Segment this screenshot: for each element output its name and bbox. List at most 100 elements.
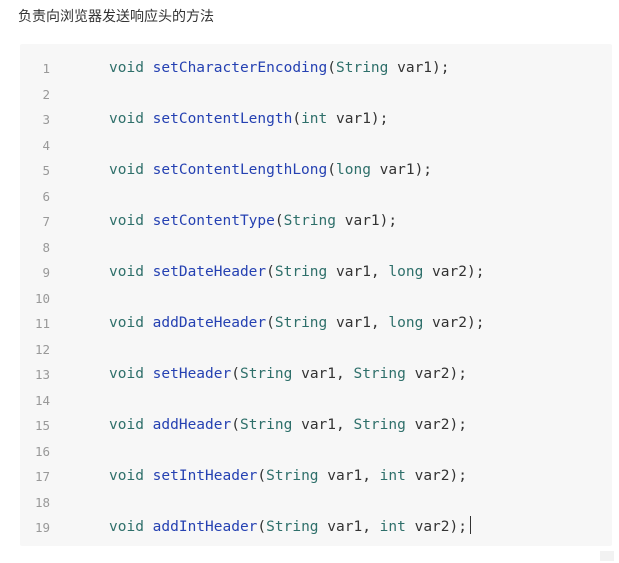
code-token: var1, [292, 366, 354, 382]
code-text: void addHeader(String var1, String var2)… [109, 413, 467, 438]
line-number: 17 [34, 469, 50, 484]
code-token: ( [266, 264, 275, 280]
code-token: var1, [318, 519, 380, 535]
code-token: var1); [370, 162, 433, 178]
code-token: void [109, 162, 153, 178]
line-number: 14 [34, 392, 50, 408]
code-token: String [239, 417, 293, 433]
code-token: addHeader [152, 417, 232, 433]
line-number: 5 [42, 163, 50, 178]
code-token: var1, [327, 264, 389, 280]
code-token: String [353, 417, 406, 433]
code-token: var1); [327, 111, 389, 127]
code-token: void [109, 468, 153, 484]
code-token: ( [257, 519, 267, 535]
code-text: void setContentLength(int var1); [109, 107, 388, 132]
code-token: var1, [318, 468, 380, 484]
line-number: 16 [34, 443, 50, 459]
code-line: 14 [20, 388, 612, 413]
code-token: String [266, 519, 319, 535]
code-token: ( [231, 417, 240, 433]
code-line: 3 void setContentLength(int var1); [20, 107, 612, 132]
code-line: 7 void setContentType(String var1); [20, 209, 612, 234]
code-token: ( [327, 60, 336, 76]
code-token: ( [327, 162, 336, 178]
code-line: 10 [20, 286, 612, 311]
code-token: int [301, 111, 328, 127]
code-text: void setHeader(String var1, String var2)… [109, 362, 467, 387]
code-token: setDateHeader [152, 264, 267, 280]
code-token: var1, [327, 315, 389, 331]
code-token: String [336, 60, 389, 76]
code-token: ( [292, 111, 302, 127]
line-number: 11 [34, 316, 50, 331]
code-token: setCharacterEncoding [152, 60, 328, 76]
code-token: var1); [336, 213, 398, 229]
code-line: 16 [20, 439, 612, 464]
code-token: String [274, 315, 328, 331]
code-text: void addDateHeader(String var1, long var… [109, 311, 484, 336]
line-number: 8 [42, 239, 50, 255]
code-token: var2); [405, 366, 467, 382]
code-line: 17 void setIntHeader(String var1, int var… [20, 464, 612, 489]
code-token: addDateHeader [152, 315, 267, 331]
code-token: setIntHeader [152, 468, 258, 484]
code-token: var2); [405, 519, 467, 535]
code-line: 8 [20, 235, 612, 260]
page-heading: 负责向浏览器发送响应头的方法 [18, 9, 214, 25]
code-token: String [353, 366, 406, 382]
line-number: 15 [34, 418, 50, 433]
line-number: 2 [42, 86, 50, 102]
code-line: 12 [20, 337, 612, 362]
code-text: void setContentLengthLong(long var1); [109, 158, 432, 183]
code-token: var1); [388, 60, 450, 76]
code-line: 5 void setContentLengthLong(long var1); [20, 158, 612, 183]
code-line: 18 [20, 490, 612, 515]
code-token: setContentLength [152, 111, 293, 127]
code-token: String [283, 213, 336, 229]
code-token: void [109, 315, 153, 331]
code-token: setContentType [152, 213, 275, 229]
code-token: ( [231, 366, 240, 382]
line-number: 7 [42, 214, 50, 229]
code-token: void [109, 417, 153, 433]
code-token: int [379, 468, 406, 484]
code-line: 4 [20, 133, 612, 158]
code-token: var2); [405, 468, 467, 484]
code-token: long [336, 162, 371, 178]
code-line: 6 [20, 184, 612, 209]
code-token: void [109, 366, 153, 382]
code-line: 11 void addDateHeader(String var1, long v… [20, 311, 612, 336]
code-token: ( [257, 468, 267, 484]
code-token: void [109, 519, 153, 535]
code-line: 2 [20, 82, 612, 107]
text-cursor [469, 516, 471, 534]
code-token: ( [266, 315, 275, 331]
line-number: 12 [34, 341, 50, 357]
code-token: int [379, 519, 406, 535]
code-token: void [109, 213, 153, 229]
code-token: var2); [423, 264, 485, 280]
code-token: void [109, 60, 153, 76]
code-token: String [239, 366, 293, 382]
code-token: void [109, 264, 153, 280]
code-token: void [109, 111, 153, 127]
code-token: addIntHeader [152, 519, 258, 535]
line-number: 3 [42, 112, 50, 127]
code-text: void addIntHeader(String var1, int var2)… [109, 515, 471, 540]
code-token: var1, [292, 417, 354, 433]
code-text: void setCharacterEncoding(String var1); [109, 56, 450, 81]
code-token: long [388, 315, 424, 331]
line-number: 4 [42, 137, 50, 153]
line-number: 6 [42, 188, 50, 204]
code-token: var2); [405, 417, 467, 433]
corner-box [600, 551, 614, 561]
code-text: void setContentType(String var1); [109, 209, 397, 234]
line-number: 9 [42, 265, 50, 280]
code-text: void setIntHeader(String var1, int var2)… [109, 464, 467, 489]
